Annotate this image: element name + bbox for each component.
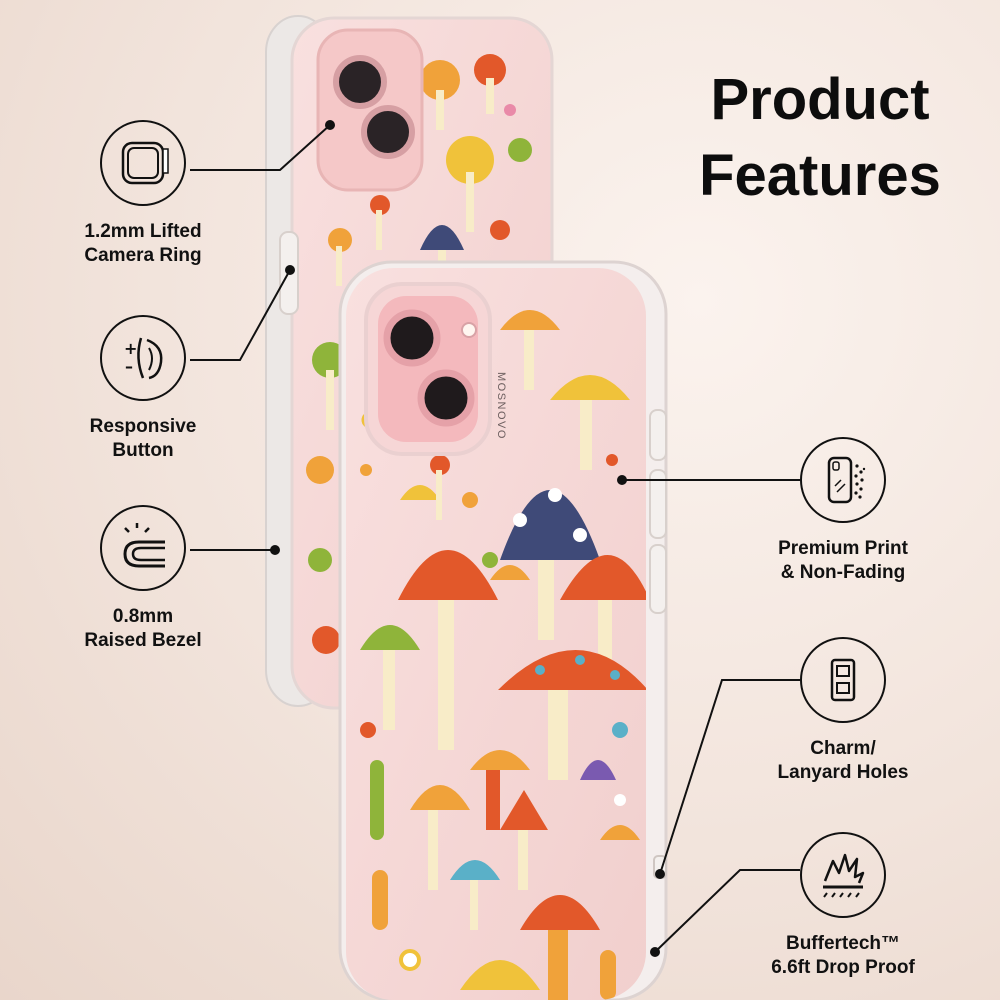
feature-label-line1: 0.8mm <box>112 606 174 627</box>
title-line-2: Features <box>699 143 941 208</box>
page-title: Product Features <box>640 62 1000 214</box>
feature-label-line1: Responsive <box>89 416 197 437</box>
case-brand-print: MOSNOVO <box>495 372 507 440</box>
feature-drop-proof: Buffertech™ 6.6ft Drop Proof <box>743 832 943 980</box>
camera-ring-icon <box>100 120 186 206</box>
feature-label-line2: 6.6ft Drop Proof <box>771 957 915 978</box>
svg-text:–: – <box>125 357 133 376</box>
feature-label-line2: & Non-Fading <box>780 562 906 583</box>
shock-impact-icon <box>800 832 886 918</box>
feature-premium-print: Premium Print & Non-Fading <box>743 437 943 585</box>
phone-print-icon <box>800 437 886 523</box>
title-line-1: Product <box>710 67 930 132</box>
feature-label-line2: Raised Bezel <box>84 630 202 651</box>
feature-label-line1: Buffertech™ <box>785 933 900 954</box>
back-phone-case <box>265 15 554 710</box>
feature-responsive-button: + – Responsive Button <box>43 315 243 463</box>
feature-label-line1: Charm/ <box>810 738 876 759</box>
lanyard-hole-icon <box>800 637 886 723</box>
button-press-icon: + – <box>100 315 186 401</box>
feature-lanyard-holes: Charm/ Lanyard Holes <box>743 637 943 785</box>
feature-label-line1: Premium Print <box>778 538 908 559</box>
svg-text:+: + <box>124 339 137 358</box>
feature-label-line1: 1.2mm Lifted <box>84 221 202 242</box>
front-phone-case <box>338 260 668 1000</box>
feature-camera-ring: 1.2mm Lifted Camera Ring <box>43 120 243 268</box>
feature-raised-bezel: 0.8mm Raised Bezel <box>43 505 243 653</box>
raised-bezel-icon <box>100 505 186 591</box>
feature-label-line2: Lanyard Holes <box>777 762 909 783</box>
feature-label-line2: Camera Ring <box>84 245 202 266</box>
feature-label-line2: Button <box>112 440 174 461</box>
